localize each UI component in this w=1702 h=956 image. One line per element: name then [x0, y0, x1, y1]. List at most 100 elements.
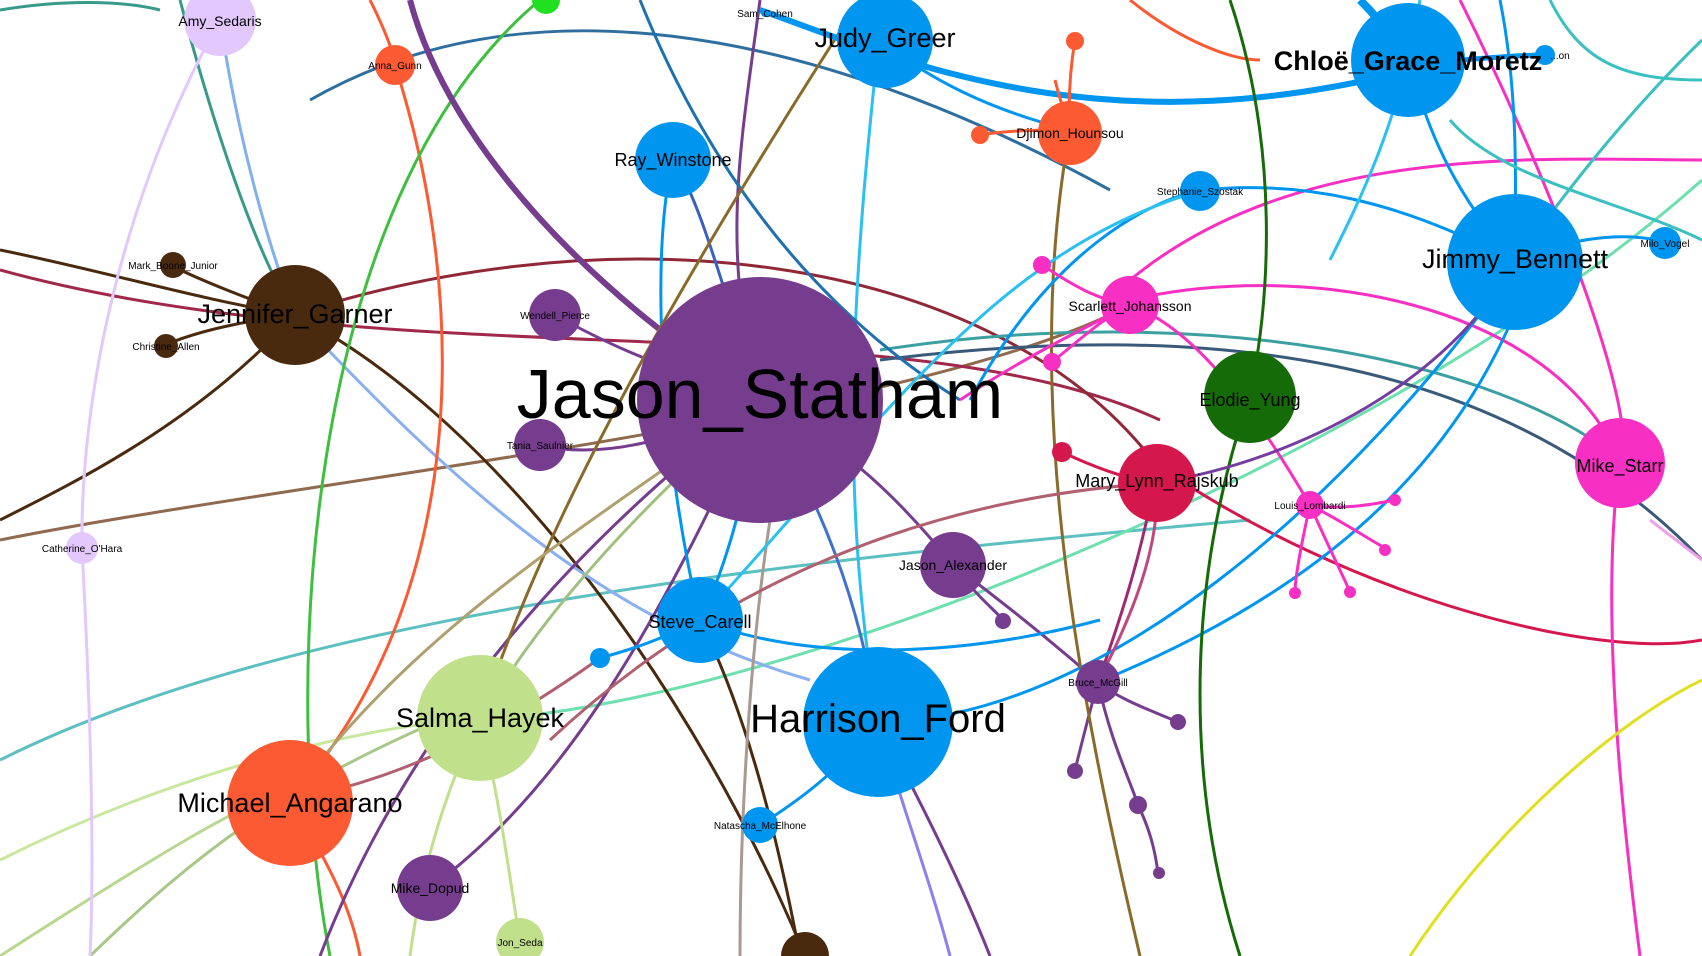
node-michael-angarano[interactable]: [227, 740, 353, 866]
node-amy-sedaris[interactable]: [184, 0, 256, 56]
node-dot[interactable]: [532, 0, 560, 14]
node-natascha-mcelhone[interactable]: [742, 807, 778, 843]
edge: [699, 618, 1101, 652]
label-jennifer-garner: Jennifer_Garner: [197, 299, 392, 329]
label-louis-lombardi: Louis_Lombardi: [1274, 501, 1345, 512]
node-dot[interactable]: [1153, 867, 1165, 879]
label-elodie-yung: Elodie_Yung: [1199, 390, 1300, 411]
node-dot[interactable]: [1043, 353, 1061, 371]
node-louis-lombardi[interactable]: [1296, 491, 1324, 519]
edge: [294, 313, 807, 956]
node-dot[interactable]: [971, 126, 989, 144]
edge: [1448, 119, 1702, 242]
edge: [1049, 129, 1142, 956]
node-tania-saulnier[interactable]: [514, 419, 566, 471]
label-sam-cohen: Sam_Cohen: [737, 9, 793, 20]
node-dot[interactable]: [781, 932, 829, 956]
edge: [1308, 504, 1352, 593]
label-michael-angarano: Michael_Angarano: [177, 788, 402, 818]
edge: [1097, 299, 1522, 684]
node-dot[interactable]: [1389, 494, 1401, 506]
label-salma-hayek: Salma_Hayek: [396, 703, 565, 733]
label-mary-lynn-rajskub: Mary_Lynn_Rajskub: [1075, 471, 1238, 492]
edge: [1129, 0, 1261, 62]
node-dot[interactable]: [590, 648, 610, 668]
edge: [288, 64, 444, 802]
edge: [1610, 459, 1642, 956]
node-dot[interactable]: [1379, 544, 1391, 556]
label-djimon-hounsou: Djimon_Hounsou: [1016, 125, 1123, 141]
node-jason-alexander[interactable]: [920, 532, 986, 598]
label-milo-vogel: Milo_Vogel: [1641, 239, 1690, 250]
node-anna-gunn[interactable]: [375, 45, 415, 85]
edge: [638, 0, 961, 402]
node-jennifer-garner[interactable]: [245, 265, 345, 365]
label-mike-starr: Mike_Starr: [1576, 456, 1663, 477]
edge: [1548, 0, 1702, 82]
node-mark-boone[interactable]: [160, 252, 186, 278]
node-catherine-ohara[interactable]: [66, 532, 98, 564]
node-christine-allen[interactable]: [154, 334, 178, 358]
edge: [249, 257, 1162, 471]
node-leon[interactable]: [1535, 45, 1555, 65]
node-dot[interactable]: [1289, 587, 1301, 599]
edge: [548, 481, 1158, 742]
label-wendell-pierce: Wendell_Pierce: [520, 311, 590, 322]
node-judy-greer[interactable]: [837, 0, 933, 88]
node-dot[interactable]: [1066, 32, 1084, 50]
label-catherine-ohara: Catherine_O'Hara: [42, 544, 123, 555]
node-ray-winstone[interactable]: [635, 122, 711, 198]
node-milo-vogel[interactable]: [1649, 227, 1681, 259]
node-elodie-yung[interactable]: [1204, 351, 1296, 443]
label-chloe-grace-moretz: Chloë_Grace_Moretz: [1274, 46, 1543, 76]
edge: [1649, 518, 1702, 562]
label-stephanie-szostak: Stephanie_Szostak: [1157, 187, 1244, 198]
label-mark-boone: Mark_Boone_Junior: [128, 261, 218, 272]
node-dot[interactable]: [1067, 763, 1083, 779]
node-jon-seda[interactable]: [496, 918, 544, 956]
node-scarlett-johansson[interactable]: [1101, 276, 1159, 334]
edge: [877, 259, 1522, 724]
label-christine-allen: Christine_Allen: [132, 342, 199, 353]
label-jason-alexander: Jason_Alexander: [899, 557, 1008, 573]
node-steve-carell[interactable]: [657, 577, 743, 663]
label-scarlett-johansson: Scarlett_Johansson: [1069, 298, 1192, 314]
labels: Amy_Sedaris Anna_Gunn Sam_Cohen Judy_Gre…: [42, 9, 1690, 949]
node-dot[interactable]: [1170, 714, 1186, 730]
node-jason-statham[interactable]: [637, 277, 883, 523]
edge: [758, 7, 1411, 105]
node-jimmy-bennett[interactable]: [1447, 194, 1583, 330]
node-mary-lynn-rajskub[interactable]: [1118, 444, 1196, 522]
node-harrison-ford[interactable]: [803, 647, 953, 797]
label-judy-greer: Judy_Greer: [814, 23, 955, 53]
node-mike-starr[interactable]: [1575, 418, 1665, 508]
node-chloe-grace-moretz[interactable]: [1351, 3, 1465, 117]
label-mike-dopud: Mike_Dopud: [391, 880, 470, 896]
node-mike-dopud[interactable]: [397, 855, 463, 921]
node-stephanie-szostak[interactable]: [1180, 171, 1220, 211]
label-jon-seda: Jon_Seda: [497, 938, 542, 949]
edge: [0, 313, 297, 522]
label-leon: ...on: [1550, 51, 1569, 62]
edge: [1136, 804, 1160, 874]
edge: [0, 308, 1121, 542]
node-sam-cohen[interactable]: [761, 9, 769, 17]
node-dot[interactable]: [995, 613, 1011, 629]
edge: [1129, 157, 1702, 282]
node-wendell-pierce[interactable]: [529, 289, 581, 341]
node-bruce-mcgill[interactable]: [1076, 660, 1120, 704]
node-djimon-hounsou[interactable]: [1038, 101, 1102, 165]
edge: [0, 518, 1251, 762]
label-jimmy-bennett: Jimmy_Bennett: [1422, 244, 1609, 274]
node-salma-hayek[interactable]: [417, 655, 543, 781]
edge: [1408, 678, 1702, 956]
edge: [698, 188, 1203, 622]
node-dot[interactable]: [1052, 442, 1072, 462]
edge: [0, 268, 1161, 422]
node-dot[interactable]: [1129, 796, 1147, 814]
node-dot[interactable]: [1033, 256, 1051, 274]
edge: [478, 0, 862, 721]
edge: [80, 547, 94, 956]
label-ray-winstone: Ray_Winstone: [614, 150, 731, 171]
node-dot[interactable]: [1344, 586, 1356, 598]
